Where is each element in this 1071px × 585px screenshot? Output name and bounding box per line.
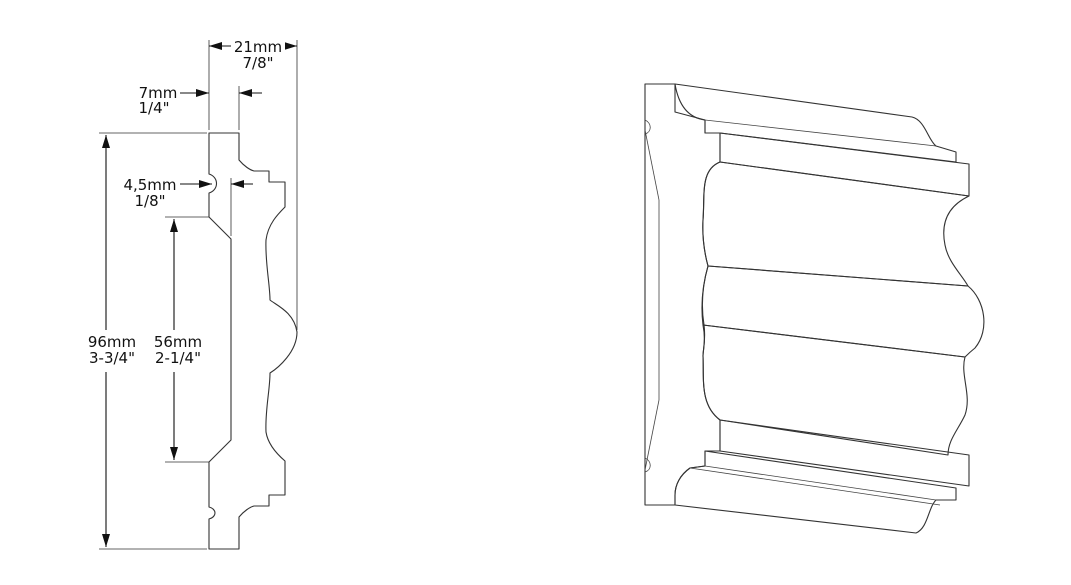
arrow-right bbox=[239, 89, 252, 97]
end-face-notch-top bbox=[644, 119, 651, 135]
bottom-cap-line bbox=[704, 465, 937, 501]
arrow-left bbox=[209, 42, 222, 50]
arrow-top bbox=[170, 219, 178, 232]
top-band bbox=[719, 132, 970, 197]
dim-total-height-imperial: 3-3/4" bbox=[89, 349, 135, 367]
end-face-bevel-top bbox=[644, 129, 660, 201]
dim-profile-height: 56mm 2-1/4" bbox=[154, 216, 209, 463]
profile-outline bbox=[208, 132, 298, 550]
arrow-right bbox=[231, 180, 244, 188]
dim-groove-depth: 4,5mm 1/8" bbox=[123, 176, 253, 236]
center-bead bbox=[701, 265, 985, 358]
dim-groove-depth-metric: 4,5mm bbox=[123, 176, 176, 194]
dim-total-width-metric: 21mm bbox=[234, 38, 282, 56]
upper-cove bbox=[702, 161, 970, 287]
bottom-cap bbox=[674, 450, 957, 534]
end-face-notch-bottom bbox=[644, 457, 651, 473]
dim-total-height-metric: 96mm bbox=[88, 333, 136, 351]
end-face-bevel-bottom bbox=[644, 399, 660, 471]
top-cap bbox=[674, 83, 957, 163]
dim-total-width: 21mm 7/8" bbox=[208, 38, 298, 330]
profile-section bbox=[208, 132, 298, 550]
arrow-bottom bbox=[170, 447, 178, 460]
arrow-top bbox=[102, 135, 110, 148]
dim-top-step-imperial: 1/4" bbox=[138, 99, 169, 117]
top-cap-line bbox=[704, 119, 937, 147]
arrow-left bbox=[199, 180, 212, 188]
arrow-right bbox=[284, 42, 297, 50]
lower-cove bbox=[702, 324, 968, 456]
moulding-3d-view bbox=[644, 83, 985, 534]
dim-groove-depth-imperial: 1/8" bbox=[134, 192, 165, 210]
dim-total-height: 96mm 3-3/4" bbox=[88, 132, 207, 550]
arrow-bottom bbox=[102, 534, 110, 547]
arrow-left bbox=[196, 89, 209, 97]
bottom-cap-line-2 bbox=[689, 467, 941, 506]
dim-profile-height-imperial: 2-1/4" bbox=[155, 349, 201, 367]
end-face-outline bbox=[644, 83, 721, 506]
dim-top-step: 7mm 1/4" bbox=[138, 84, 262, 130]
bottom-band bbox=[719, 419, 970, 487]
dim-profile-height-metric: 56mm bbox=[154, 333, 202, 351]
dim-top-step-metric: 7mm bbox=[139, 84, 178, 102]
dim-total-width-imperial: 7/8" bbox=[242, 54, 273, 72]
